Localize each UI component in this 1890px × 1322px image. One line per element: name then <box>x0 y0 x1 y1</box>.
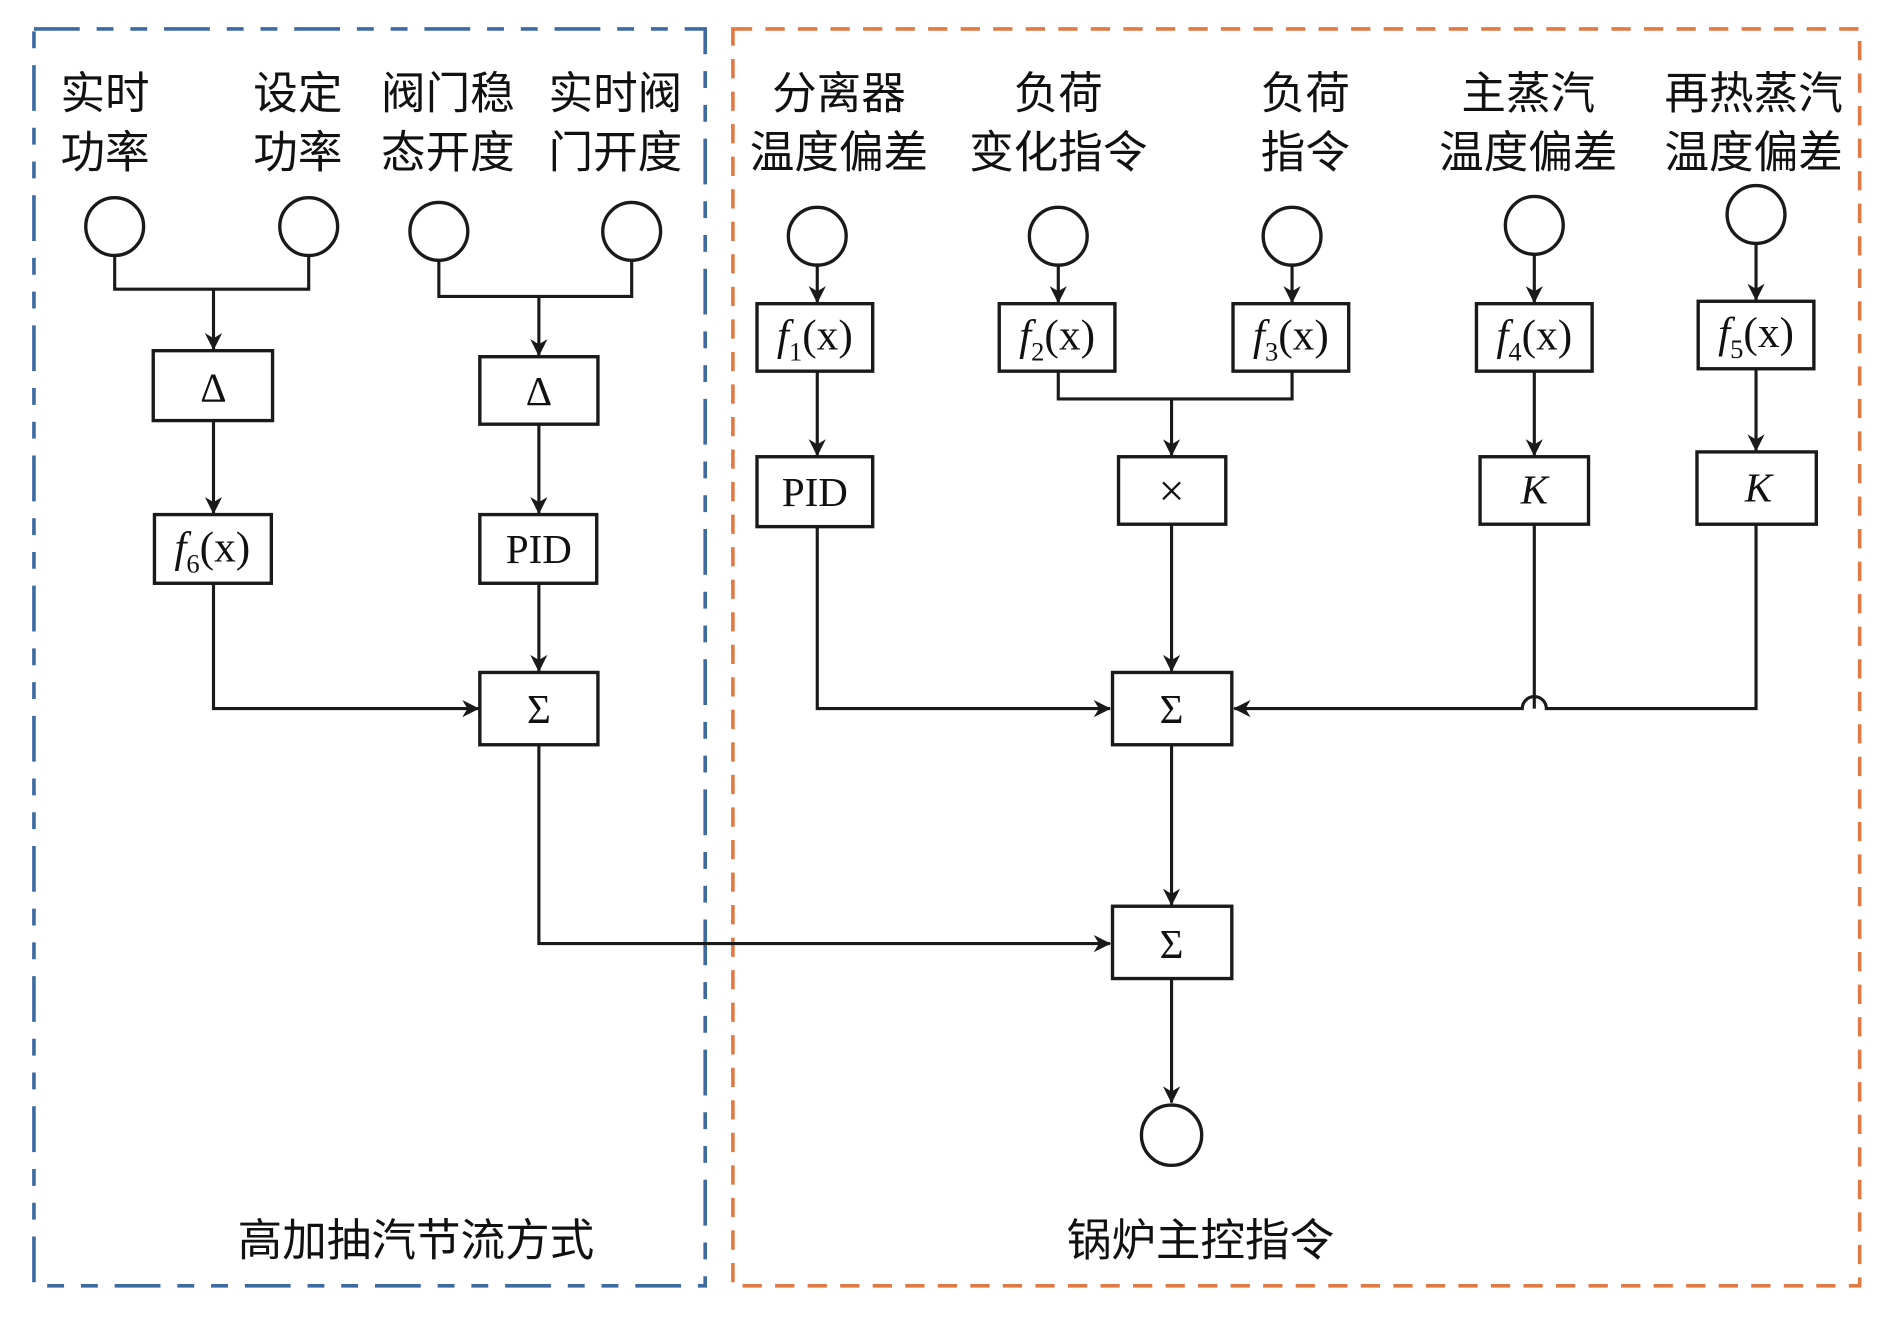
function-block-f1: f1(x) <box>755 301 875 373</box>
right-input-label-3: 负荷 指令 <box>1261 67 1350 178</box>
svg-text:Σ: Σ <box>1160 686 1184 732</box>
svg-text:K: K <box>1744 464 1775 510</box>
svg-text:功率: 功率 <box>60 127 149 179</box>
multiply-block: × <box>1116 455 1228 526</box>
connector-with-hop <box>1233 524 1758 718</box>
right-input-label-5: 再热蒸汽 温度偏差 <box>1664 67 1842 178</box>
svg-text:分离器: 分离器 <box>772 67 906 119</box>
svg-text:阀门稳: 阀门稳 <box>381 67 515 119</box>
function-block-f3: f3(x) <box>1231 301 1351 373</box>
svg-text:PID: PID <box>506 526 572 572</box>
input-node-main-steam-temp-dev <box>1503 194 1565 256</box>
sum-block-right: Σ <box>1110 670 1234 747</box>
connector <box>113 255 311 291</box>
right-input-label-1: 分离器 温度偏差 <box>750 67 928 178</box>
function-block-f5: f5(x) <box>1696 299 1816 371</box>
svg-text:×: × <box>1159 465 1185 516</box>
sum-block-left: Σ <box>478 670 600 747</box>
svg-text:f1(x): f1(x) <box>777 311 853 366</box>
left-input-label-2: 设定 功率 <box>253 67 342 178</box>
svg-text:指令: 指令 <box>1261 127 1350 179</box>
svg-text:再热蒸汽: 再热蒸汽 <box>1664 67 1842 119</box>
pid-block-right: PID <box>755 455 875 529</box>
left-input-label-3: 阀门稳 态开度 <box>381 67 515 178</box>
output-node-boiler-master-cmd <box>1139 1103 1204 1168</box>
svg-text:温度偏差: 温度偏差 <box>750 127 928 179</box>
input-node-reheat-steam-temp-dev <box>1725 183 1787 246</box>
right-group-title: 锅炉主控指令 <box>1067 1215 1334 1267</box>
svg-text:主蒸汽: 主蒸汽 <box>1461 67 1595 119</box>
delta-block-power: Δ <box>151 348 275 423</box>
right-input-label-2: 负荷 变化指令 <box>969 67 1147 178</box>
left-input-label-1: 实时 功率 <box>60 67 149 178</box>
svg-text:Σ: Σ <box>527 686 551 732</box>
svg-text:f5(x): f5(x) <box>1718 309 1794 364</box>
svg-text:Δ: Δ <box>200 364 226 410</box>
svg-text:态开度: 态开度 <box>381 127 515 179</box>
svg-text:温度偏差: 温度偏差 <box>1664 127 1842 179</box>
input-node-set-power <box>278 195 340 258</box>
svg-text:Δ: Δ <box>526 368 552 414</box>
svg-text:功率: 功率 <box>253 127 342 179</box>
input-node-load-change-cmd <box>1027 205 1089 267</box>
svg-text:f2(x): f2(x) <box>1019 311 1095 366</box>
svg-text:f3(x): f3(x) <box>1253 311 1329 366</box>
connector <box>211 583 480 718</box>
function-block-f6: f6(x) <box>152 512 274 585</box>
svg-text:PID: PID <box>782 469 848 515</box>
left-input-label-4: 实时阀 门开度 <box>549 67 683 178</box>
svg-text:变化指令: 变化指令 <box>969 127 1147 179</box>
input-node-realtime-valve-opening <box>601 200 663 262</box>
svg-text:f6(x): f6(x) <box>174 524 250 579</box>
input-node-load-cmd <box>1261 205 1323 267</box>
input-node-valve-steady-opening <box>408 200 470 262</box>
left-group-title: 高加抽汽节流方式 <box>238 1215 595 1267</box>
svg-text:设定: 设定 <box>253 67 342 119</box>
left-group-border <box>32 27 707 1288</box>
svg-text:实时: 实时 <box>60 67 149 119</box>
right-group-border <box>731 27 1862 1288</box>
connector <box>437 260 634 299</box>
final-sum-block: Σ <box>1110 904 1234 981</box>
connector <box>1056 371 1294 401</box>
connector <box>537 744 1111 953</box>
svg-text:Σ: Σ <box>1160 921 1184 967</box>
svg-text:负荷: 负荷 <box>1261 67 1350 119</box>
right-input-label-4: 主蒸汽 温度偏差 <box>1439 67 1617 178</box>
svg-text:K: K <box>1520 467 1551 513</box>
svg-text:f4(x): f4(x) <box>1496 311 1572 366</box>
input-node-realtime-power <box>84 195 146 258</box>
connector <box>815 526 1111 718</box>
pid-block-left: PID <box>478 512 599 585</box>
gain-block-k-main-steam: K <box>1478 455 1591 526</box>
svg-text:负荷: 负荷 <box>1014 67 1103 119</box>
svg-text:温度偏差: 温度偏差 <box>1439 127 1617 179</box>
delta-block-valve: Δ <box>478 355 600 426</box>
input-node-separator-temp-dev <box>786 205 848 267</box>
function-block-f2: f2(x) <box>997 301 1117 373</box>
gain-block-k-reheat-steam: K <box>1695 450 1818 526</box>
function-block-f4: f4(x) <box>1474 301 1594 373</box>
svg-text:门开度: 门开度 <box>549 127 683 179</box>
svg-text:实时阀: 实时阀 <box>549 67 683 119</box>
